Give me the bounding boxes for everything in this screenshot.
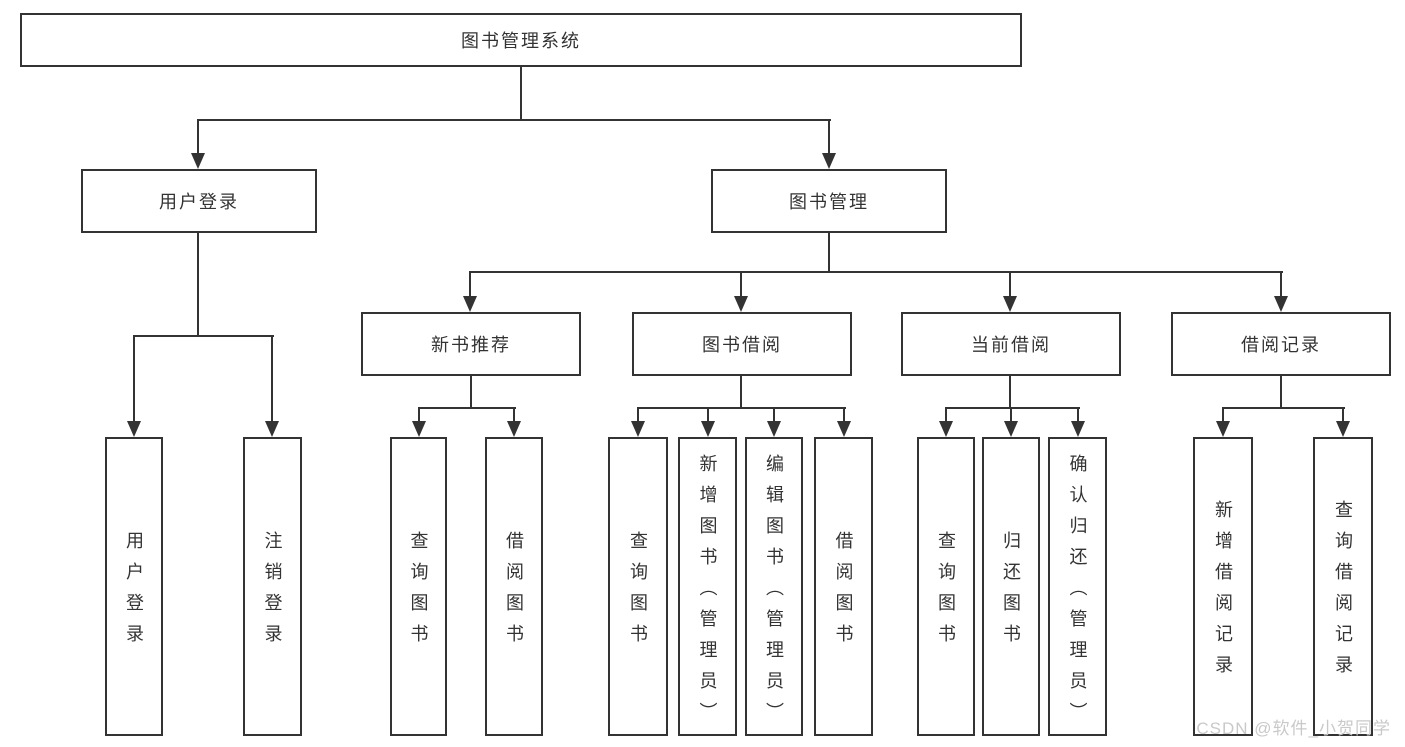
leaf-borrow-add-admin: 新增图书（管理员） (678, 437, 737, 736)
connector-current-drop-3 (1077, 407, 1079, 423)
node-book-management: 图书管理 (711, 169, 947, 233)
leaf-new-book-query-label: 查询图书 (408, 531, 429, 655)
connector-book-mgmt-drop-2 (740, 271, 742, 298)
connector-new-book-drop-2 (513, 407, 515, 423)
node-user-login-label: 用户登录 (159, 192, 239, 212)
arrow-to-record-query (1336, 421, 1350, 437)
connector-root-stem (520, 67, 522, 121)
leaf-borrow-query-label: 查询图书 (628, 531, 648, 655)
leaf-logout-login: 注销登录 (243, 437, 302, 736)
connector-record-drop-1 (1222, 407, 1224, 423)
node-book-borrow-label: 图书借阅 (702, 335, 782, 355)
arrow-to-current-borrow (1003, 296, 1017, 312)
connector-user-login-stem (197, 233, 199, 337)
arrow-to-new-book-query (412, 421, 426, 437)
leaf-record-add-label: 新增借阅记录 (1213, 500, 1233, 686)
node-user-login: 用户登录 (81, 169, 317, 233)
arrow-to-borrow-add (701, 421, 715, 437)
leaf-borrow-add-admin-label: 新增图书（管理员） (697, 453, 718, 733)
connector-book-mgmt-stem (828, 233, 830, 273)
arrow-to-current-query (939, 421, 953, 437)
connector-current-stem (1009, 376, 1011, 409)
node-book-borrow: 图书借阅 (632, 312, 852, 376)
node-borrow-record-label: 借阅记录 (1241, 335, 1321, 355)
connector-record-drop-2 (1342, 407, 1344, 423)
connector-root-rail (197, 119, 831, 121)
arrow-to-borrow-record (1274, 296, 1288, 312)
connector-current-drop-2 (1010, 407, 1012, 423)
connector-book-mgmt-drop-3 (1009, 271, 1011, 298)
leaf-current-query-label: 查询图书 (936, 531, 956, 655)
arrow-to-leaf-logout (265, 421, 279, 437)
connector-book-borrow-rail (637, 407, 846, 409)
watermark: CSDN @软件_小贺同学 (1196, 719, 1391, 738)
connector-root-drop-right (828, 119, 830, 155)
leaf-current-return: 归还图书 (982, 437, 1040, 736)
node-borrow-record: 借阅记录 (1171, 312, 1391, 376)
leaf-new-book-borrow: 借阅图书 (485, 437, 543, 736)
leaf-record-query: 查询借阅记录 (1313, 437, 1373, 736)
connector-current-rail (945, 407, 1080, 409)
arrow-to-new-book-recommend (463, 296, 477, 312)
leaf-new-book-borrow-label: 借阅图书 (504, 531, 524, 655)
connector-user-login-rail (133, 335, 274, 337)
arrow-to-borrow-edit (767, 421, 781, 437)
connector-record-stem (1280, 376, 1282, 409)
connector-user-login-drop-1 (133, 335, 135, 423)
leaf-new-book-query: 查询图书 (390, 437, 447, 736)
leaf-logout-login-label: 注销登录 (262, 531, 283, 655)
arrow-to-book-management (822, 153, 836, 169)
leaf-user-login: 用户登录 (105, 437, 163, 736)
leaf-current-return-label: 归还图书 (1001, 531, 1021, 655)
leaf-borrow-edit-admin: 编辑图书（管理员） (745, 437, 803, 736)
connector-book-mgmt-drop-1 (469, 271, 471, 298)
arrow-to-borrow-borrow (837, 421, 851, 437)
node-current-borrow-label: 当前借阅 (971, 335, 1051, 355)
arrow-to-current-return (1004, 421, 1018, 437)
connector-root-drop-left (197, 119, 199, 155)
connector-record-rail (1222, 407, 1345, 409)
node-new-book-recommend: 新书推荐 (361, 312, 581, 376)
arrow-to-new-book-borrow (507, 421, 521, 437)
leaf-user-login-label: 用户登录 (124, 531, 144, 655)
connector-book-mgmt-rail (469, 271, 1283, 273)
leaf-borrow-query: 查询图书 (608, 437, 668, 736)
node-root: 图书管理系统 (20, 13, 1022, 67)
leaf-borrow-borrow-label: 借阅图书 (833, 531, 854, 655)
connector-book-mgmt-drop-4 (1280, 271, 1282, 298)
node-current-borrow: 当前借阅 (901, 312, 1121, 376)
leaf-borrow-edit-admin-label: 编辑图书（管理员） (764, 453, 784, 733)
connector-book-borrow-drop-4 (843, 407, 845, 423)
connector-new-book-rail (418, 407, 516, 409)
node-new-book-recommend-label: 新书推荐 (431, 335, 511, 355)
leaf-record-add: 新增借阅记录 (1193, 437, 1253, 736)
arrow-to-leaf-user-login (127, 421, 141, 437)
connector-user-login-drop-2 (271, 335, 273, 423)
arrow-to-borrow-query (631, 421, 645, 437)
connector-book-borrow-drop-2 (707, 407, 709, 423)
connector-book-borrow-drop-3 (773, 407, 775, 423)
node-book-management-label: 图书管理 (789, 192, 869, 212)
arrow-to-book-borrow (734, 296, 748, 312)
connector-book-borrow-stem (740, 376, 742, 409)
leaf-current-query: 查询图书 (917, 437, 975, 736)
connector-current-drop-1 (945, 407, 947, 423)
leaf-record-query-label: 查询借阅记录 (1333, 500, 1353, 686)
leaf-current-confirm-admin: 确认归还（管理员） (1048, 437, 1107, 736)
leaf-borrow-borrow: 借阅图书 (814, 437, 873, 736)
connector-new-book-drop-1 (418, 407, 420, 423)
leaf-current-confirm-admin-label: 确认归还（管理员） (1067, 453, 1088, 733)
arrow-to-current-confirm (1071, 421, 1085, 437)
connector-new-book-stem (470, 376, 472, 409)
node-root-label: 图书管理系统 (461, 31, 581, 51)
arrow-to-user-login (191, 153, 205, 169)
arrow-to-record-add (1216, 421, 1230, 437)
connector-book-borrow-drop-1 (637, 407, 639, 423)
